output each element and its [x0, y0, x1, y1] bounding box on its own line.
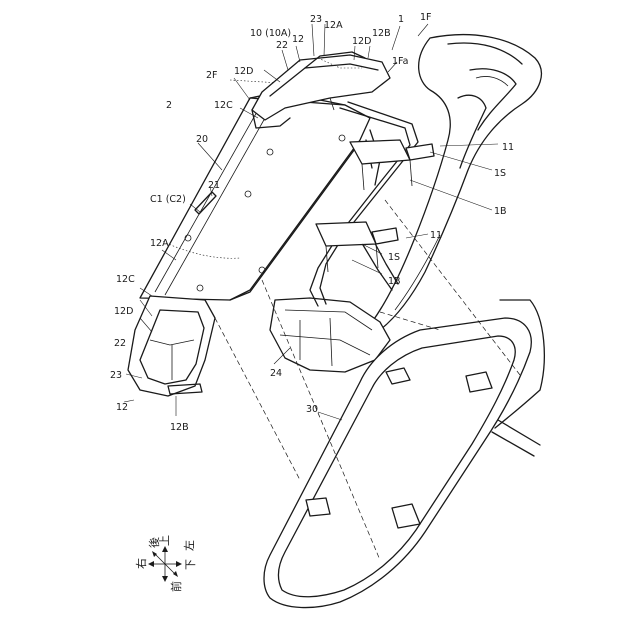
label-30: 30: [306, 404, 318, 415]
label-23-top: 23: [310, 14, 322, 25]
label-1B-b: 1B: [388, 276, 401, 287]
direction-indicator: 上 後 右 左 前 下: [134, 535, 197, 592]
label-1S-b: 1S: [388, 252, 400, 263]
label-12D-bottom: 12D: [114, 306, 133, 317]
dir-left: 左: [183, 540, 196, 551]
dir-down: 下: [184, 559, 197, 570]
label-12-bottom: 12: [116, 402, 128, 413]
label-22-bottom: 22: [114, 338, 126, 349]
label-1F: 1F: [420, 12, 432, 23]
label-12B-bottom: 12B: [170, 422, 189, 433]
label-C1: C1 (C2): [150, 194, 186, 205]
label-12D-top2: 12D: [352, 36, 371, 47]
label-12-top: 12: [292, 34, 304, 45]
label-12D-top: 12D: [234, 66, 253, 77]
dir-rear: 後: [147, 537, 161, 548]
label-2F: 2F: [206, 70, 218, 81]
label-22-top: 22: [276, 40, 288, 51]
lower-rail: [128, 296, 215, 396]
label-12C-top: 12C: [214, 100, 233, 111]
label-2: 2: [166, 100, 172, 111]
label-21: 21: [208, 180, 220, 191]
label-11-b: 11: [430, 230, 442, 241]
lower-frame: [270, 298, 390, 372]
dir-front: 前: [169, 581, 183, 592]
label-23-bottom: 23: [110, 370, 122, 381]
dir-right: 右: [134, 558, 148, 569]
label-12A-top: 12A: [324, 20, 343, 31]
label-12A-mid: 12A: [150, 238, 169, 249]
label-1S-a: 1S: [494, 168, 506, 179]
label-1B-a: 1B: [494, 206, 507, 217]
label-12B-top: 12B: [372, 28, 391, 39]
label-1Fa: 1Fa: [392, 56, 408, 67]
label-1: 1: [398, 14, 404, 25]
label-11-a: 11: [502, 142, 514, 153]
label-12C-bottom: 12C: [116, 274, 135, 285]
label-10: 10 (10A): [250, 28, 291, 39]
label-24: 24: [270, 368, 282, 379]
label-20: 20: [196, 134, 208, 145]
